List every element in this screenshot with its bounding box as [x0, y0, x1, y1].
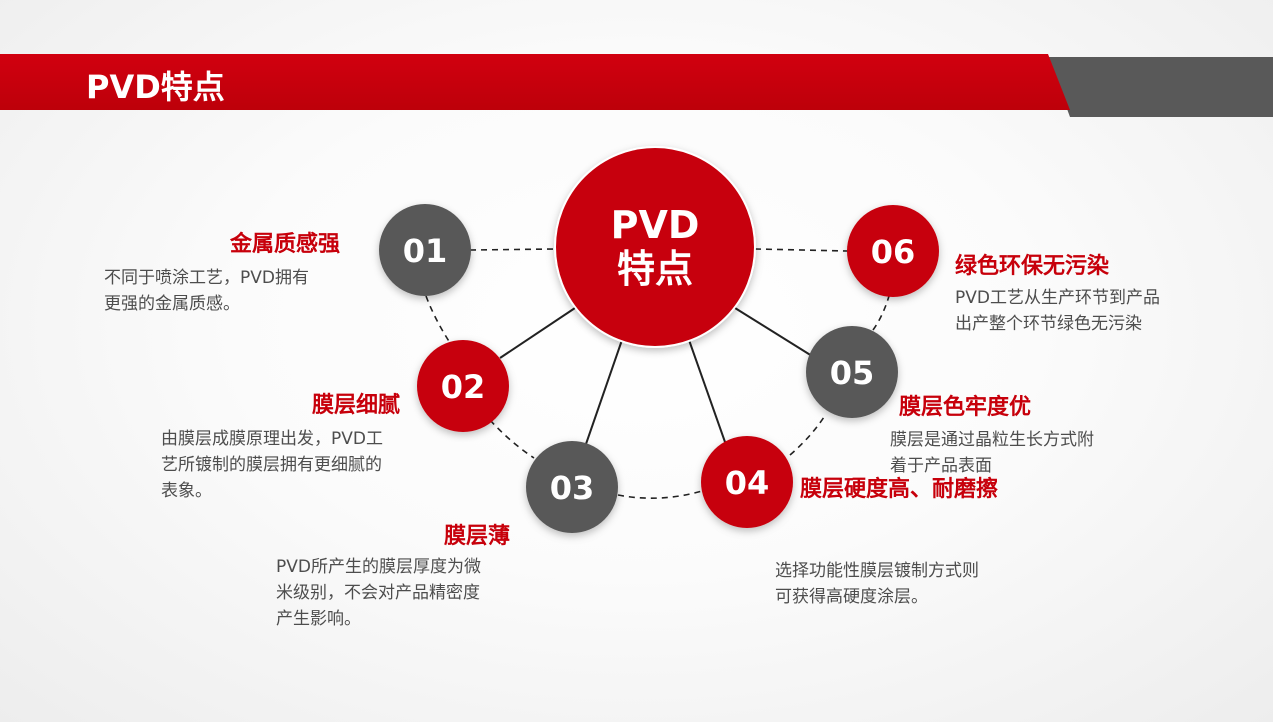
- feature-node-03: [526, 441, 618, 533]
- feature-number-06: 06: [871, 233, 916, 271]
- feature-title-02: 膜层细腻: [311, 393, 400, 418]
- feature-desc-01: 不同于喷涂工艺，PVD拥有 更强的金属质感。: [104, 268, 309, 314]
- feature-desc-05: 膜层是通过晶粒生长方式附 着于产品表面: [890, 430, 1094, 476]
- dash-05-06: [872, 295, 890, 331]
- feature-desc-04: 选择功能性膜层镀制方式则 可获得高硬度涂层。: [775, 561, 979, 607]
- spoke-02: [499, 307, 576, 359]
- feature-number-04: 04: [725, 464, 770, 502]
- center-label-line2: 特点: [617, 247, 693, 291]
- page-title: PVD特点: [86, 68, 225, 106]
- spoke-04: [688, 339, 726, 443]
- dash-04-05: [789, 413, 827, 456]
- dash-center-06: [754, 248, 849, 252]
- dash-01-center: [469, 248, 557, 251]
- feature-title-01: 金属质感强: [229, 232, 340, 257]
- dash-01-02: [425, 295, 453, 347]
- feature-title-06: 绿色环保无污染: [955, 254, 1110, 279]
- feature-node-04: [701, 436, 793, 528]
- spoke-03: [585, 339, 623, 445]
- feature-node-05: [806, 326, 898, 418]
- feature-node-01: [379, 204, 471, 296]
- title-bar-red-band: [0, 54, 1070, 110]
- feature-desc-03: PVD所产生的膜层厚度为微 米级别，不会对产品精密度 产生影响。: [276, 557, 481, 629]
- spoke-05: [734, 307, 813, 357]
- feature-node-06: [847, 205, 939, 297]
- solid-spokes: [499, 307, 813, 445]
- dashed-connectors: [425, 248, 890, 499]
- title-bar-dark-block: [1048, 57, 1273, 117]
- feature-number-02: 02: [441, 368, 486, 406]
- feature-node-02: [417, 340, 509, 432]
- center-node: [554, 146, 756, 348]
- feature-number-03: 03: [550, 469, 595, 507]
- feature-number-01: 01: [403, 232, 448, 270]
- center-label-line1: PVD: [611, 203, 700, 247]
- feature-title-05: 膜层色牢度优: [899, 395, 1032, 420]
- feature-title-03: 膜层薄: [443, 524, 510, 549]
- title-bar: [0, 54, 1273, 117]
- feature-desc-06: PVD工艺从生产环节到产品 出产整个环节绿色无污染: [955, 288, 1160, 334]
- feature-number-05: 05: [830, 354, 875, 392]
- feature-desc-02: 由膜层成膜原理出发，PVD工 艺所镀制的膜层拥有更细腻的 表象。: [161, 429, 383, 501]
- dash-02-03: [489, 419, 535, 459]
- feature-title-04: 膜层硬度高、耐磨擦: [800, 477, 999, 502]
- dash-03-04: [617, 490, 703, 499]
